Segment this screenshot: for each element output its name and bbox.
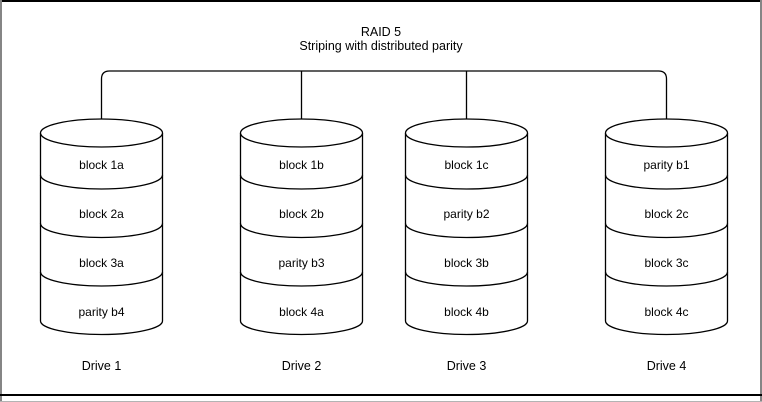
- block-label: parity b4: [78, 305, 125, 319]
- block-label: block 1a: [79, 158, 124, 172]
- diagram-title: RAID 5: [360, 25, 402, 39]
- drive-label: Drive 1: [81, 359, 122, 373]
- block-label: block 1c: [444, 158, 489, 172]
- block-label: parity b2: [443, 207, 490, 221]
- drive-1: block 1a block 2a block 3a parity b4 Dri…: [40, 118, 163, 384]
- drive-4: parity b1 block 2c block 3c block 4c Dri…: [605, 118, 728, 384]
- bus-connector-line: [100, 70, 668, 120]
- block-label: block 3b: [444, 256, 489, 270]
- block-label: block 3a: [79, 256, 124, 270]
- frame-top-border: [0, 0, 762, 2]
- frame-left-border: [0, 0, 2, 402]
- drive-label: Drive 3: [446, 359, 487, 373]
- block-label: block 1b: [279, 158, 324, 172]
- block-label: block 4b: [444, 305, 489, 319]
- block-label: parity b3: [278, 256, 325, 270]
- drive-2: block 1b block 2b parity b3 block 4a Dri…: [240, 118, 363, 384]
- drive-label: Drive 2: [281, 359, 322, 373]
- block-label: block 2a: [79, 207, 124, 221]
- block-label: block 2b: [279, 207, 324, 221]
- title-block: RAID 5 Striping with distributed parity: [0, 25, 762, 53]
- block-label: block 4c: [644, 305, 689, 319]
- frame-right-border: [760, 0, 762, 402]
- block-label: block 4a: [279, 305, 324, 319]
- block-label: parity b1: [643, 158, 690, 172]
- frame-bottom-rule: [0, 394, 762, 396]
- drive-label: Drive 4: [646, 359, 687, 373]
- diagram-subtitle: Striping with distributed parity: [299, 39, 463, 53]
- drive-3: block 1c parity b2 block 3b block 4b Dri…: [405, 118, 528, 384]
- block-label: block 3c: [644, 256, 689, 270]
- block-label: block 2c: [644, 207, 689, 221]
